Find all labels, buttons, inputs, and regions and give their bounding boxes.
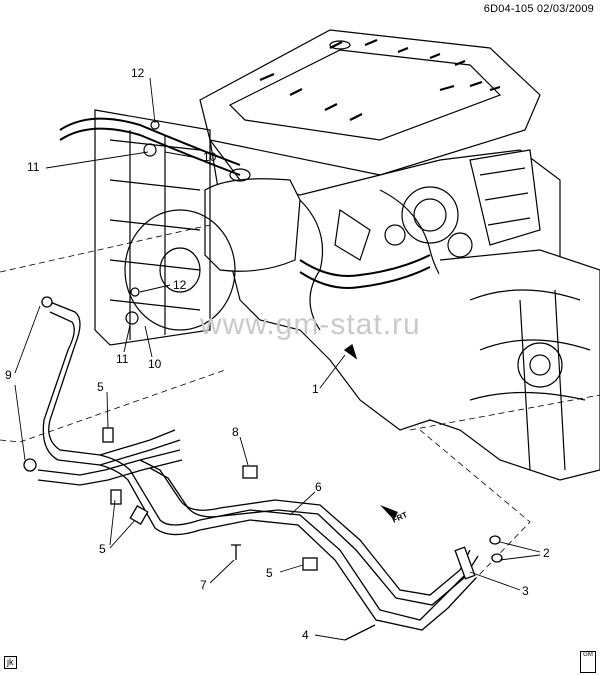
callout-5b: 5 xyxy=(99,542,106,556)
callout-5a: 5 xyxy=(97,380,104,394)
front-arrow-icon xyxy=(380,505,398,520)
callout-6: 6 xyxy=(315,480,322,494)
callout-10a: 10 xyxy=(203,150,217,164)
gm-logo-icon: GM xyxy=(580,651,596,673)
document-id: 6D04-105 02/03/2009 xyxy=(483,3,594,15)
callout-5c: 5 xyxy=(266,566,273,580)
callout-leaders xyxy=(14,77,541,641)
callout-8: 8 xyxy=(232,425,239,439)
callout-4: 4 xyxy=(302,628,309,642)
transmission-cooler-lines xyxy=(23,296,503,641)
callout-9: 9 xyxy=(5,368,12,382)
callout-12a: 12 xyxy=(131,66,145,80)
callout-10b: 10 xyxy=(148,357,162,371)
callout-3: 3 xyxy=(522,584,529,598)
detail-outline xyxy=(0,224,600,601)
callout-12b: 12 xyxy=(173,278,187,292)
callout-7: 7 xyxy=(200,578,207,592)
callout-1: 1 xyxy=(312,382,319,396)
callout-11b: 11 xyxy=(116,352,129,366)
watermark: www.gm-stat.ru xyxy=(200,308,421,341)
callout-11a: 11 xyxy=(27,160,40,174)
callout-2: 2 xyxy=(543,546,550,560)
corner-tag: jk xyxy=(4,656,17,669)
engine-assembly xyxy=(59,29,600,481)
